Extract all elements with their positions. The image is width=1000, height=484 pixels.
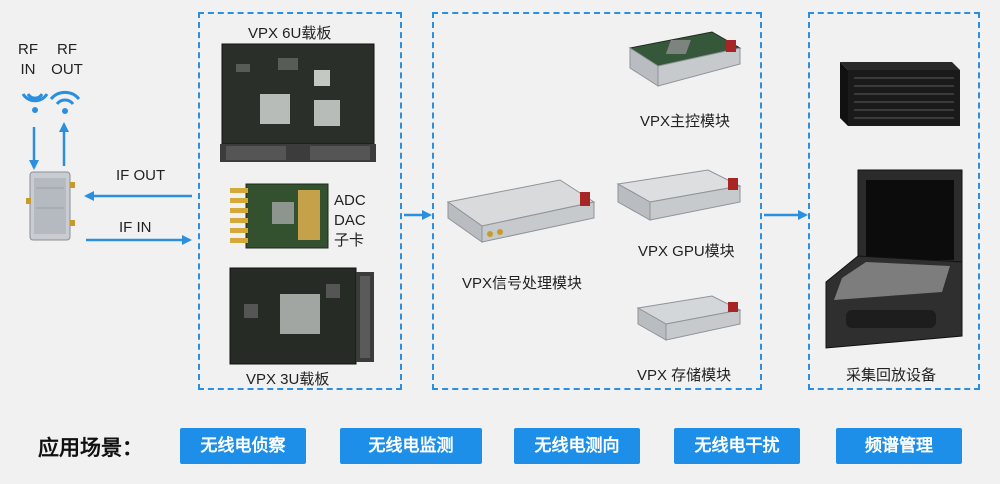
vpx-storage-module-image — [632, 292, 744, 352]
scenario-radio-reconnaissance: 无线电侦察 — [180, 428, 306, 464]
vpx-main-control-image — [624, 26, 744, 102]
scenario-radio-direction-finding: 无线电测向 — [514, 428, 640, 464]
wireless-receive-icon — [18, 88, 52, 120]
vpx-gpu-module-image — [612, 166, 744, 234]
scenario-radio-jamming: 无线电干扰 — [674, 428, 800, 464]
acquisition-playback-device-label: 采集回放设备 — [846, 364, 936, 385]
wireless-transmit-icon — [48, 86, 82, 118]
rf-out-label: RF OUT — [50, 40, 84, 80]
rugged-laptop-image — [822, 166, 970, 352]
rf-in-label: RF IN — [18, 40, 38, 80]
vpx3u-board-image — [226, 264, 378, 368]
if-out-label: IF OUT — [116, 167, 165, 184]
vpx-signal-module-image — [440, 172, 600, 260]
scenarios-heading: 应用场景： — [38, 432, 143, 462]
vpx3u-label: VPX 3U载板 — [246, 368, 329, 389]
vpx6u-label: VPX 6U载板 — [248, 22, 331, 43]
if-in-label: IF IN — [119, 219, 152, 236]
vpx6u-board-image — [218, 42, 378, 164]
scenario-radio-monitoring: 无线电监测 — [340, 428, 482, 464]
vpx-main-control-label: VPX主控模块 — [640, 110, 730, 131]
adc-dac-card-image — [226, 180, 330, 252]
scenario-spectrum-management: 频谱管理 — [836, 428, 962, 464]
vpx-gpu-module-label: VPX GPU模块 — [638, 240, 735, 261]
adc-dac-card-label: ADC DAC 子卡 — [334, 191, 366, 251]
rf-frontend-module-image — [26, 168, 76, 244]
chassis-unit-image — [828, 52, 964, 132]
vpx-storage-module-label: VPX 存储模块 — [637, 364, 731, 385]
vpx-signal-module-label: VPX信号处理模块 — [462, 272, 582, 293]
